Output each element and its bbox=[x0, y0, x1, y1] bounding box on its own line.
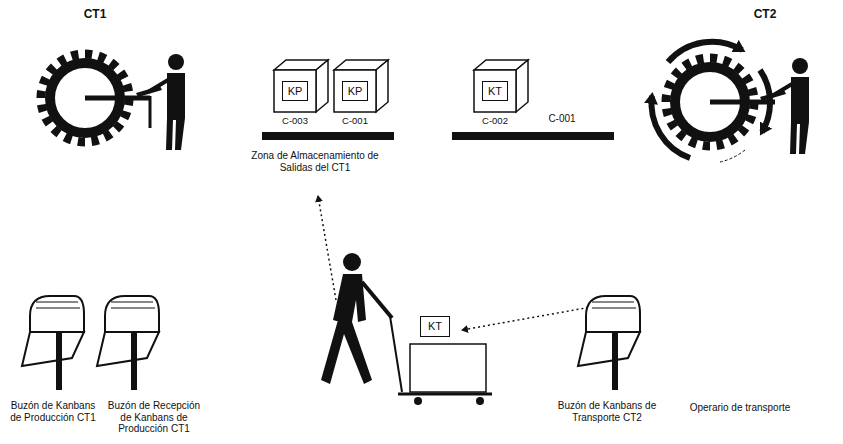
rotation-arrows bbox=[652, 42, 770, 162]
station-title: CT2 bbox=[740, 8, 790, 22]
kanban-container: KP C-003 bbox=[272, 58, 332, 128]
storage-bar bbox=[452, 132, 614, 140]
kanban-container: KT C-002 bbox=[472, 58, 532, 128]
kanban-code: KP bbox=[282, 81, 308, 101]
caption-label: Buzón de Kanbans de Transporte CT2 bbox=[548, 400, 666, 423]
mailbox-icon bbox=[22, 296, 84, 390]
mailbox-icon bbox=[578, 296, 640, 390]
caption-label: Buzón de Recepción de Kanbans de Producc… bbox=[104, 400, 204, 435]
kanban-container: KP C-001 bbox=[332, 58, 392, 128]
worker-ct2 bbox=[760, 58, 809, 154]
dotted-arrow bbox=[318, 196, 336, 300]
kanban-code: KT bbox=[428, 320, 442, 332]
transport-operator bbox=[321, 253, 392, 384]
storage-bar bbox=[262, 132, 394, 140]
kanban-card: KT bbox=[420, 316, 450, 337]
container-code: C-002 bbox=[482, 116, 508, 126]
station-title: CT1 bbox=[70, 8, 120, 22]
caption-label: Buzón de Kanbans de Producción CT1 bbox=[4, 400, 102, 423]
kanban-code: KT bbox=[482, 81, 508, 101]
container-code: C-001 bbox=[342, 116, 368, 126]
caption-label: C-001 bbox=[540, 113, 584, 125]
container-code: C-003 bbox=[282, 116, 308, 126]
caption-label: Operario de transporte bbox=[680, 402, 800, 414]
gear-ct2 bbox=[666, 58, 775, 146]
mailbox-icon bbox=[97, 296, 159, 390]
caption-label: Zona de Almacenamiento de Salidas del CT… bbox=[240, 150, 390, 173]
pallet-cart bbox=[390, 316, 492, 405]
kanban-code: KP bbox=[342, 81, 368, 101]
gear-ct1 bbox=[41, 54, 150, 142]
worker-ct1 bbox=[136, 54, 185, 150]
